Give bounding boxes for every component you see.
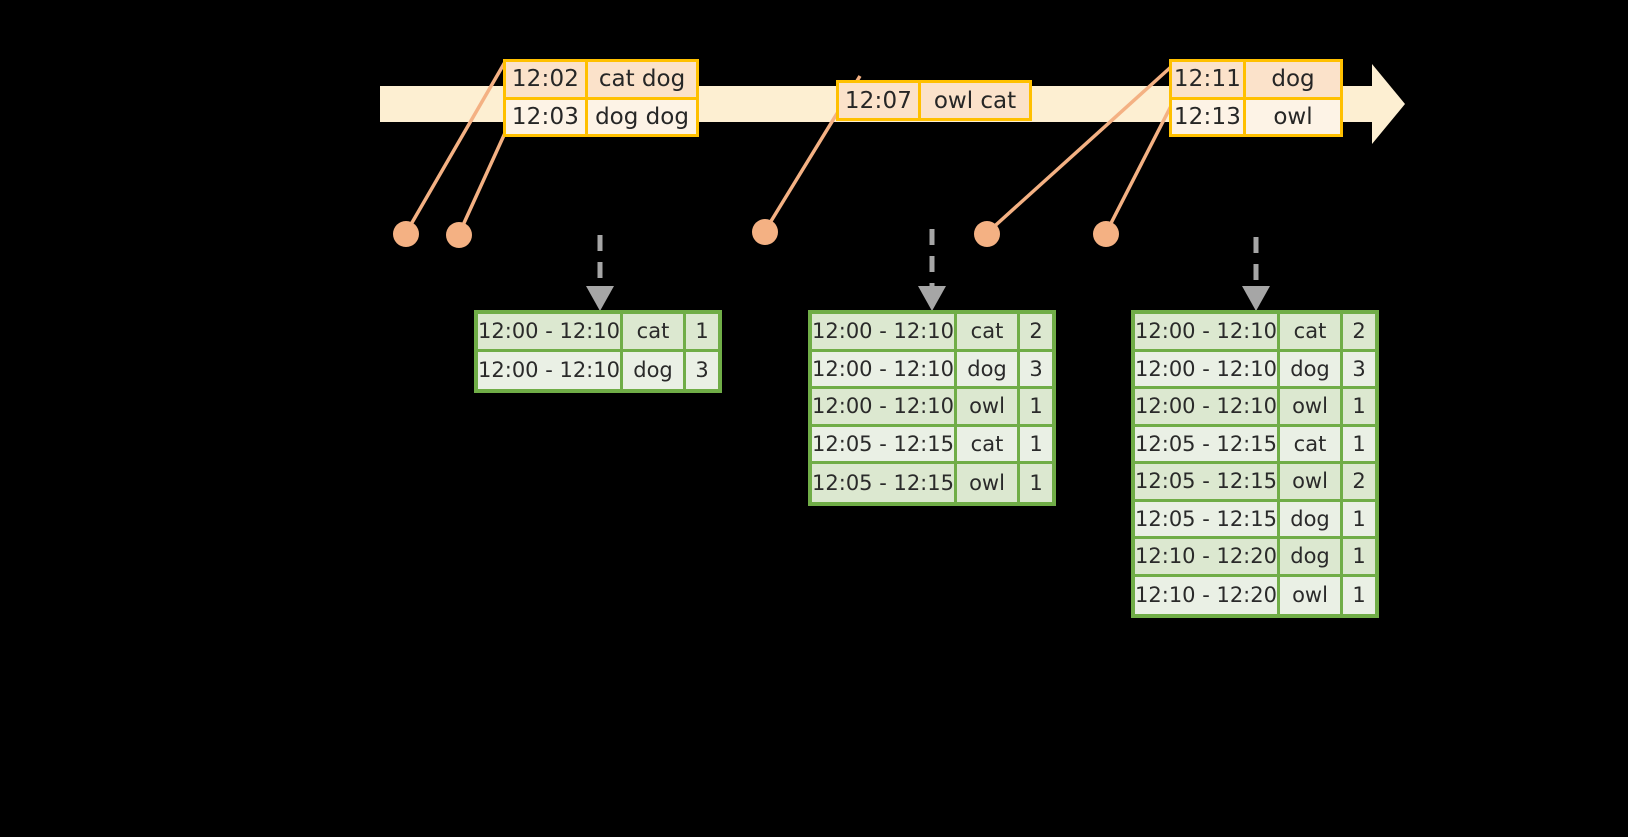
connector-12-13 [1104,103,1174,234]
dot-12-07 [752,219,778,245]
emit-arrows [597,229,1259,288]
cell-word: dog [1280,539,1343,577]
cell-window: 12:10 - 12:20 [1135,539,1280,577]
cell-count: 1 [1020,427,1052,464]
cell-count: 1 [1343,539,1375,577]
emit-arrow-head-3 [1242,286,1270,311]
event-group-3[interactable]: 12:11 dog 12:13 owl [1169,59,1343,137]
event-text: owl [1246,99,1340,134]
dot-12-03 [446,222,472,248]
connector-dots [393,219,1119,248]
cell-window: 12:05 - 12:15 [812,464,957,502]
cell-word: owl [1280,389,1343,427]
event-time: 12:02 [506,62,588,97]
cell-count: 1 [1020,389,1052,427]
event-group-2[interactable]: 12:07 owl cat [836,80,1032,121]
cell-word: dog [1280,351,1343,389]
cell-count: 2 [1343,464,1375,502]
cell-window: 12:00 - 12:10 [478,351,623,389]
cell-count: 1 [1343,427,1375,464]
cell-word: cat [1280,426,1343,464]
event-row[interactable]: 12:11 dog [1172,62,1340,97]
cell-word: owl [1280,464,1343,502]
cell-word: dog [1280,501,1343,539]
cell-window: 12:05 - 12:15 [812,426,957,464]
cell-word: dog [957,351,1020,389]
event-text: owl cat [921,83,1029,118]
cell-count: 2 [1020,314,1052,352]
cell-word: cat [1280,314,1343,352]
dot-12-11 [974,221,1000,247]
event-time: 12:07 [839,83,921,118]
cell-window: 12:00 - 12:10 [1135,389,1280,427]
dot-12-02 [393,221,419,247]
cell-window: 12:10 - 12:20 [1135,576,1280,614]
cell-window: 12:05 - 12:15 [1135,501,1280,539]
event-row[interactable]: 12:13 owl [1172,96,1340,134]
cell-window: 12:00 - 12:10 [812,314,957,352]
cell-count: 1 [686,314,718,352]
cell-count: 1 [1352,583,1366,608]
cell-window: 12:05 - 12:15 [1135,426,1280,464]
emit-arrow-head-2 [918,286,946,311]
cell-word: cat [957,426,1020,464]
cell-window: 12:00 - 12:10 [812,389,957,427]
cell-count: 1 [1343,389,1375,427]
event-time: 12:03 [506,99,588,134]
connector-12-02 [404,61,507,234]
cell-word: dog [623,351,686,389]
cell-word: cat [623,314,686,352]
cell-window: 12:05 - 12:15 [1135,464,1280,502]
cell-word: owl [957,464,1020,502]
event-time: 12:13 [1172,99,1246,134]
cell-count: 1 [1029,470,1043,495]
cell-word: owl [957,389,1020,427]
cell-count: 3 [1343,352,1375,389]
event-text: cat dog [588,62,696,97]
cell-window: 12:00 - 12:10 [1135,351,1280,389]
cell-window: 12:00 - 12:10 [1135,314,1280,352]
cell-count: 1 [1343,502,1375,539]
event-text: dog [1246,62,1340,97]
event-text: dog dog [588,99,696,134]
event-row[interactable]: 12:07 owl cat [839,83,1029,118]
event-time: 12:11 [1172,62,1246,97]
cell-count: 2 [1343,314,1375,352]
event-row[interactable]: 12:03 dog dog [506,96,696,134]
emit-arrow-heads [586,286,1270,311]
event-row[interactable]: 12:02 cat dog [506,62,696,97]
emit-arrow-head-1 [586,286,614,311]
cell-window: 12:00 - 12:10 [478,314,623,352]
dot-12-13 [1093,221,1119,247]
cell-count: 3 [695,358,709,383]
cell-count: 3 [1020,352,1052,389]
cell-window: 12:00 - 12:10 [812,351,957,389]
cell-word: owl [1280,576,1343,614]
event-group-1[interactable]: 12:02 cat dog 12:03 dog dog [503,59,699,137]
cell-word: cat [957,314,1020,352]
